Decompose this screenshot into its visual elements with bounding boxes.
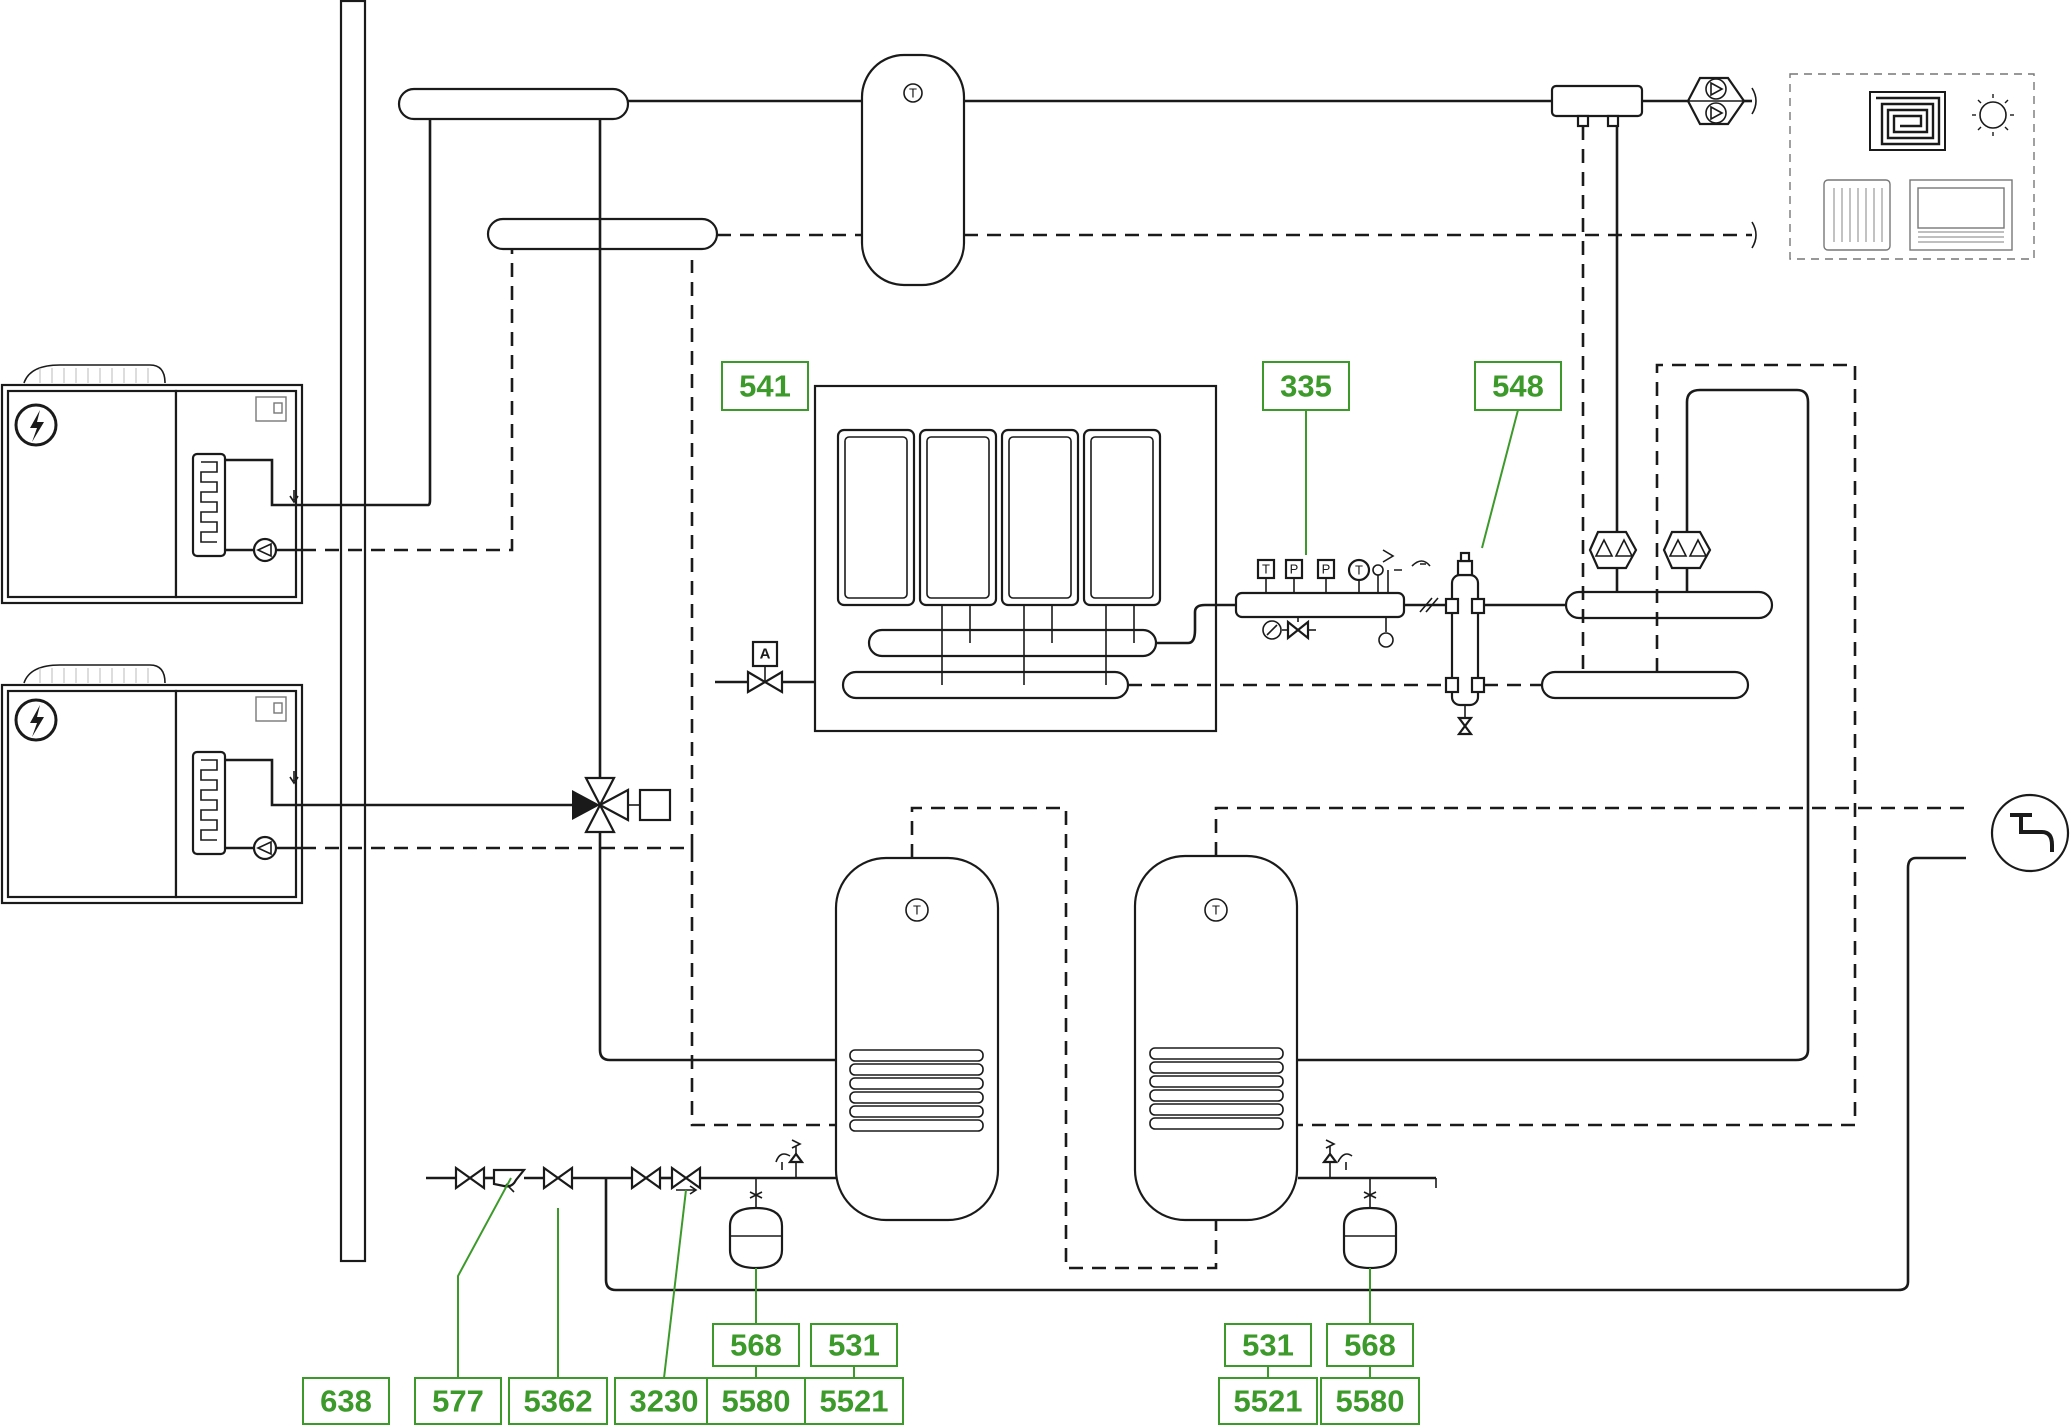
svg-text:577: 577 [432,1384,484,1419]
pump-icon [252,537,278,563]
dhw-tank-2: T [1133,854,1299,1222]
label-577: 577 [414,1377,502,1425]
hp1-return-pipe [302,249,514,552]
sun-icon [1972,94,2014,136]
safety-valve-icon [775,1139,805,1178]
label-638: 638 [302,1377,390,1425]
underfloor-heating-icon [1869,91,1946,151]
svg-text:5362: 5362 [524,1384,593,1419]
svg-text:T: T [1262,562,1270,577]
shutoff-valve-2 [630,1165,662,1191]
svg-text:T: T [1212,903,1220,918]
svg-text:568: 568 [1344,1328,1396,1363]
solar-panels [836,428,1162,607]
heat-pump-unit-2 [0,664,304,905]
label-335: 335 [1262,361,1350,411]
lightning-icon [14,403,58,447]
svg-text:3230: 3230 [630,1384,699,1419]
buffer-tank [860,53,966,287]
label-531-left: 531 [810,1323,898,1367]
label-5580-left: 5580 [706,1377,806,1425]
expansion-vessel-icon-2 [1342,1206,1398,1270]
label-548: 548 [1474,361,1562,411]
tank-thermometer [903,83,923,103]
radiator-icon [1823,179,1891,251]
three-way-valve [572,776,672,834]
double-pump-icon [1686,76,1746,126]
return-manifold [486,217,719,251]
svg-text:568: 568 [730,1328,782,1363]
label-568-right: 568 [1326,1323,1414,1367]
heat-pump-unit-1 [0,364,304,605]
svg-text:531: 531 [828,1328,880,1363]
pump-icon-2 [252,835,278,861]
circuit-pump-1 [1588,530,1638,570]
solar-return-header [841,670,1130,700]
shutoff-valve-1 [454,1165,486,1191]
fan-coil-icon [1909,179,2013,251]
tank-thermometer-symbol: T [909,86,917,101]
heating-supply-header [1564,590,1774,620]
svg-text:T: T [913,903,921,918]
actuator-valve: A [746,640,784,694]
distributor-header [1550,84,1644,118]
svg-text:A: A [760,646,771,663]
solar-pump-station: T P P T [1234,549,1431,648]
tap-icon [1990,793,2070,873]
svg-text:548: 548 [1492,369,1544,404]
hp1-supply-pipe [302,119,432,507]
label-541: 541 [721,361,809,411]
label-5362: 5362 [508,1377,608,1425]
svg-text:5521: 5521 [1234,1384,1303,1419]
plate-heat-exchanger-2 [191,750,227,856]
label-531-right: 531 [1224,1323,1312,1367]
svg-text:P: P [1322,562,1331,577]
safety-valve-icon-2 [1321,1139,1353,1178]
svg-text:T: T [1355,563,1363,578]
expansion-vessel-icon [728,1206,784,1270]
circuit-pump-2 [1662,530,1712,570]
plate-heat-exchanger-1 [191,452,227,558]
label-3230: 3230 [614,1377,714,1425]
svg-text:541: 541 [739,369,791,404]
pressure-reducer [542,1165,574,1191]
label-5521-right: 5521 [1218,1377,1318,1425]
heating-return-header [1540,670,1750,700]
svg-text:531: 531 [1242,1328,1294,1363]
svg-text:P: P [1290,562,1299,577]
supply-manifold [397,87,630,121]
svg-text:5521: 5521 [820,1384,889,1419]
hydraulic-separator [1444,551,1486,736]
svg-text:335: 335 [1280,369,1332,404]
vertical-wall [339,0,367,1263]
label-5580-right: 5580 [1320,1377,1420,1425]
label-568-left: 568 [712,1323,800,1367]
dhw-tank-1: T [834,856,1000,1222]
label-5521-left: 5521 [804,1377,904,1425]
svg-text:638: 638 [320,1384,372,1419]
svg-text:5580: 5580 [722,1384,791,1419]
svg-text:5580: 5580 [1336,1384,1405,1419]
solar-supply-header [867,628,1158,658]
lightning-icon-2 [14,698,58,742]
